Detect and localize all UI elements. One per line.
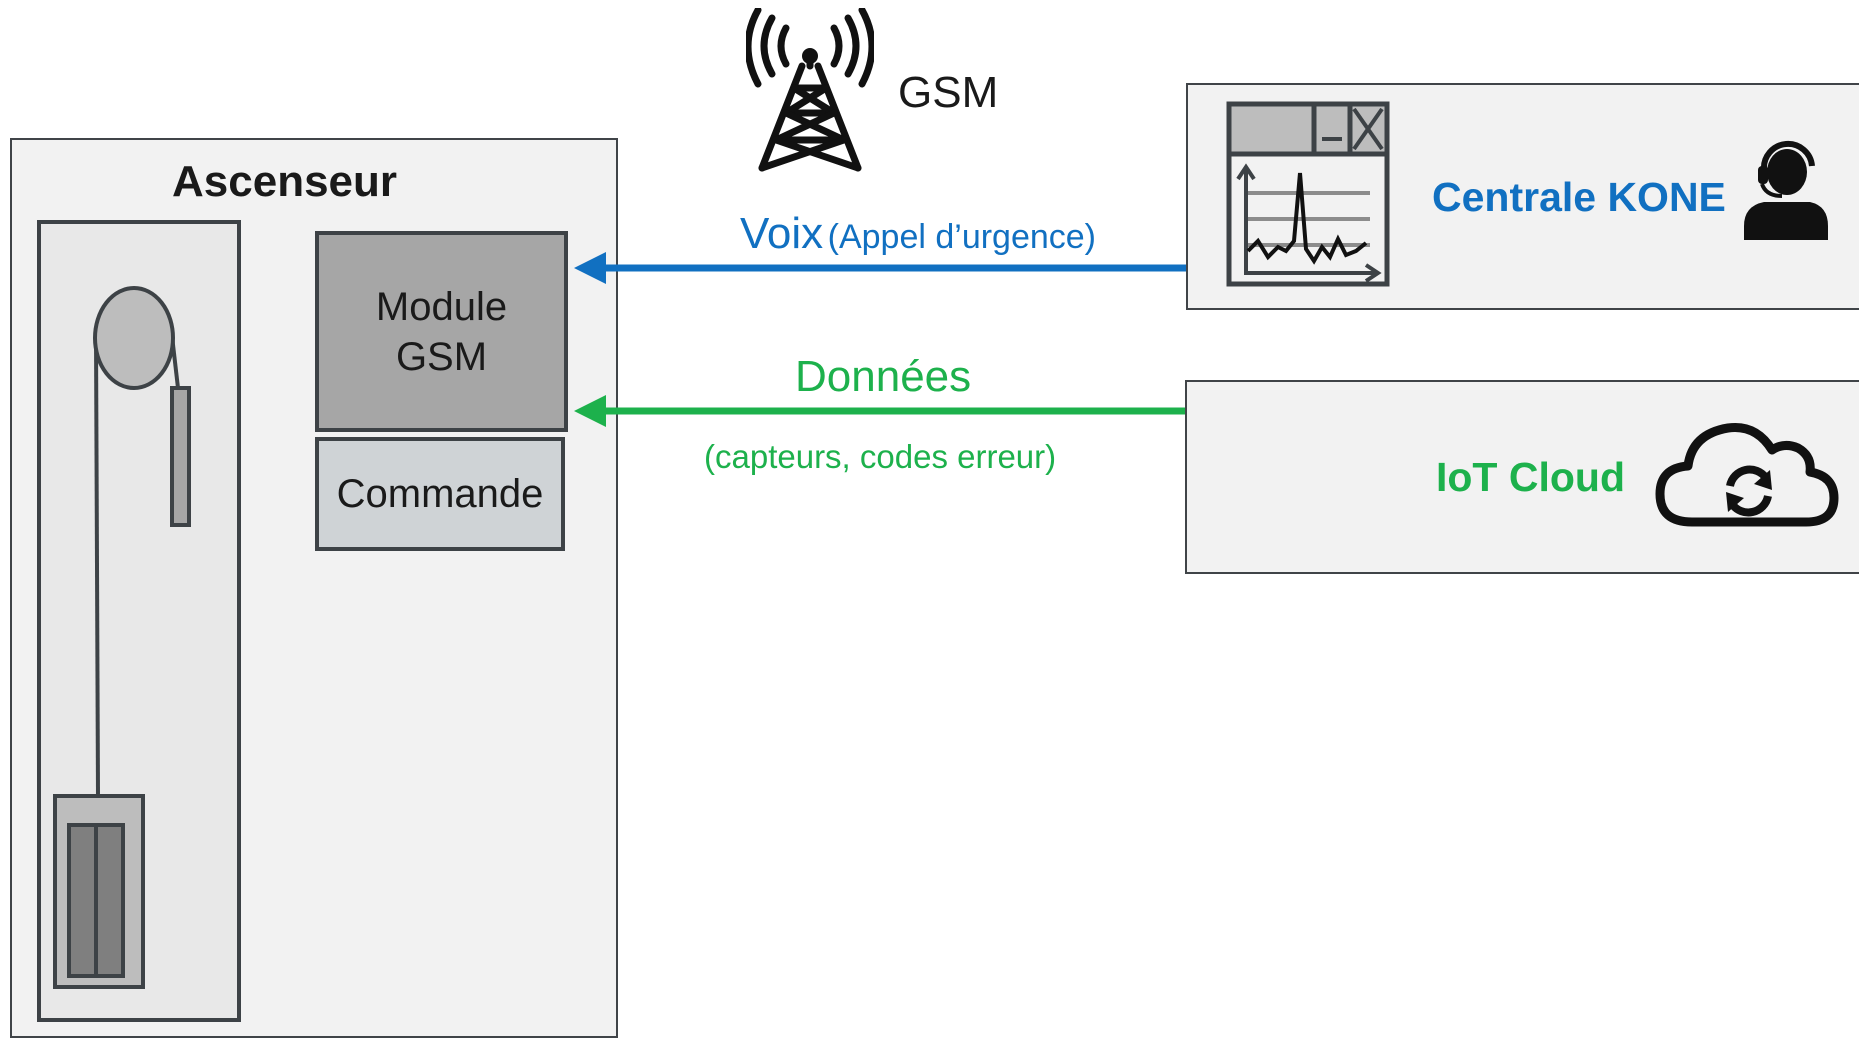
data-arrow bbox=[574, 395, 1234, 427]
gsm-label: GSM bbox=[898, 68, 999, 117]
cell-tower-icon bbox=[746, 8, 874, 172]
voice-link-label-group: Voix (Appel d’urgence) bbox=[740, 209, 1096, 259]
monitor-window-icon bbox=[1226, 101, 1390, 287]
cabin-door-left bbox=[67, 823, 98, 978]
elevator-rope bbox=[94, 335, 100, 798]
cabin-door-right bbox=[94, 823, 125, 978]
iot-label: IoT Cloud bbox=[1436, 454, 1626, 500]
elevator-title: Ascenseur bbox=[172, 157, 398, 206]
iot-panel bbox=[1185, 380, 1859, 574]
voice-link-label: Voix bbox=[740, 209, 824, 258]
data-link-sublabel: (capteurs, codes erreur) bbox=[704, 438, 1057, 475]
module-gsm-line1: Module bbox=[375, 284, 508, 329]
commande-label: Commande bbox=[336, 471, 544, 516]
data-link-label: Données bbox=[795, 352, 972, 401]
centrale-label: Centrale KONE bbox=[1432, 174, 1726, 220]
cloud-sync-icon bbox=[1655, 422, 1839, 527]
counterweight bbox=[170, 386, 191, 527]
commande-box: Commande bbox=[315, 437, 565, 551]
operator-headset-icon bbox=[1744, 140, 1828, 240]
module-gsm-line2: GSM bbox=[395, 334, 488, 379]
voice-link-sublabel: (Appel d’urgence) bbox=[827, 218, 1097, 256]
pulley bbox=[93, 286, 175, 390]
voice-arrow bbox=[574, 252, 1224, 284]
module-gsm-box: Module GSM bbox=[315, 231, 568, 432]
